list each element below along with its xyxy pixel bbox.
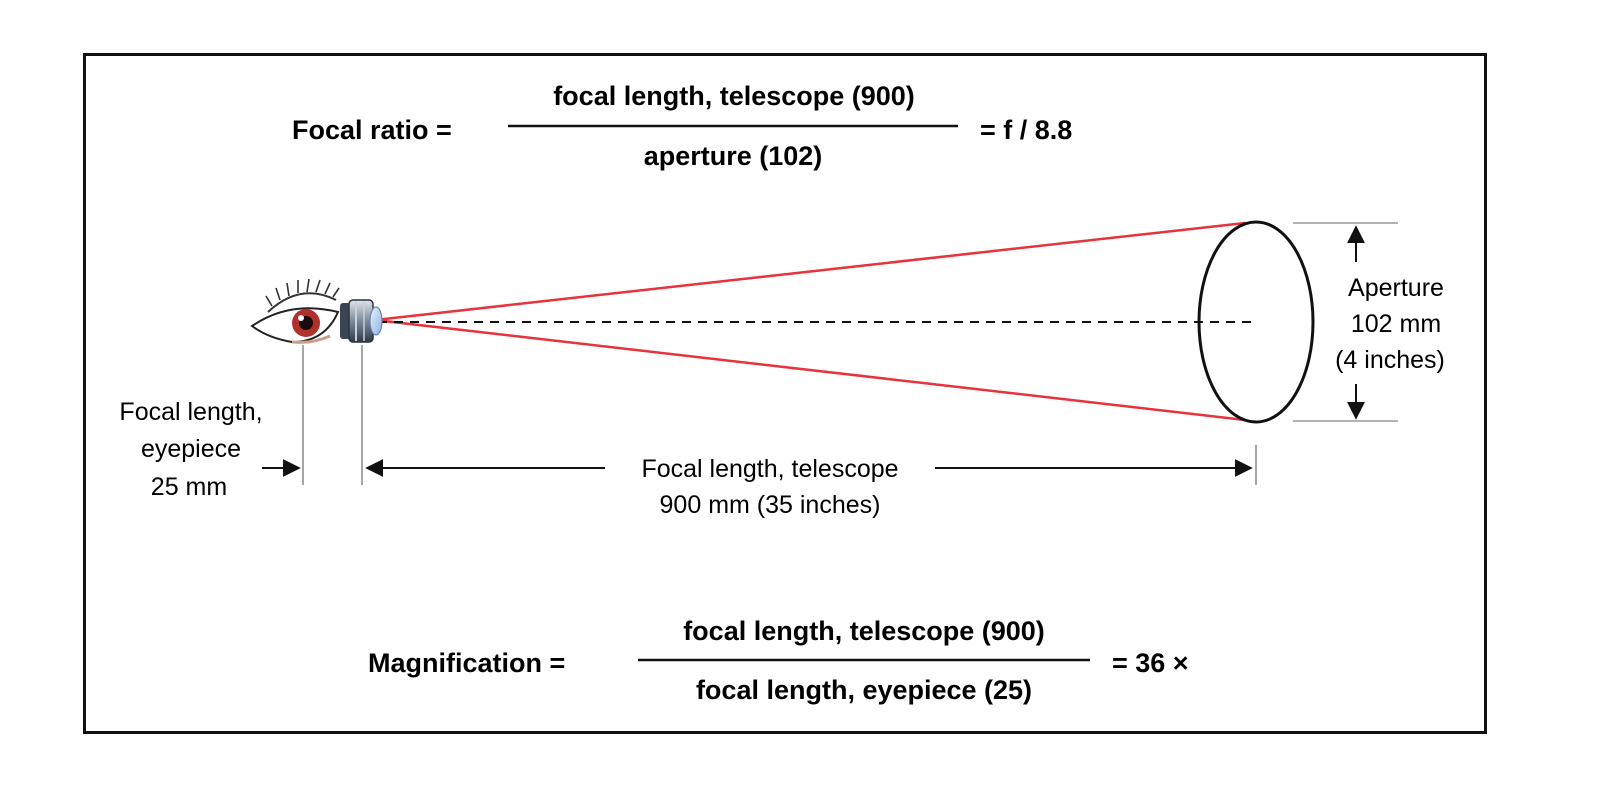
aperture-ellipse <box>1197 220 1315 424</box>
telescope-label-line2: 900 mm (35 inches) <box>660 491 881 519</box>
magnification-denominator: focal length, eyepiece (25) <box>696 675 1032 705</box>
lower-light-ray <box>374 318 1246 422</box>
focal-ratio-denominator: aperture (102) <box>644 141 823 171</box>
focal-ratio-numerator: focal length, telescope (900) <box>553 81 915 111</box>
focal-ratio-formula: Focal ratio = focal length, telescope (9… <box>292 81 1072 171</box>
eyepiece-label-line3: 25 mm <box>151 473 227 501</box>
telescope-focal-label: Focal length, telescope 900 mm (35 inche… <box>641 455 898 519</box>
telescope-label-line1: Focal length, telescope <box>641 455 898 483</box>
aperture-label-line3: (4 inches) <box>1335 346 1445 374</box>
diagram-frame <box>83 53 1487 734</box>
magnification-result: = 36 × <box>1112 648 1189 678</box>
aperture-label-line1: Aperture <box>1348 274 1444 302</box>
aperture-label: Aperture 102 mm (4 inches) <box>1335 274 1445 374</box>
magnification-label: Magnification = <box>368 648 565 678</box>
eyepiece-label-line2: eyepiece <box>141 435 241 463</box>
focal-ratio-label: Focal ratio = <box>292 115 452 145</box>
magnification-formula: Magnification = focal length, telescope … <box>368 616 1189 705</box>
eyepiece-focal-label: Focal length, eyepiece 25 mm <box>119 398 262 501</box>
magnification-numerator: focal length, telescope (900) <box>683 616 1045 646</box>
eye-icon <box>250 278 340 344</box>
focal-ratio-result: = f / 8.8 <box>980 115 1072 145</box>
upper-light-ray <box>374 221 1246 322</box>
eyepiece-icon <box>340 299 383 343</box>
eyepiece-label-line1: Focal length, <box>119 398 262 426</box>
aperture-label-line2: 102 mm <box>1351 310 1441 338</box>
